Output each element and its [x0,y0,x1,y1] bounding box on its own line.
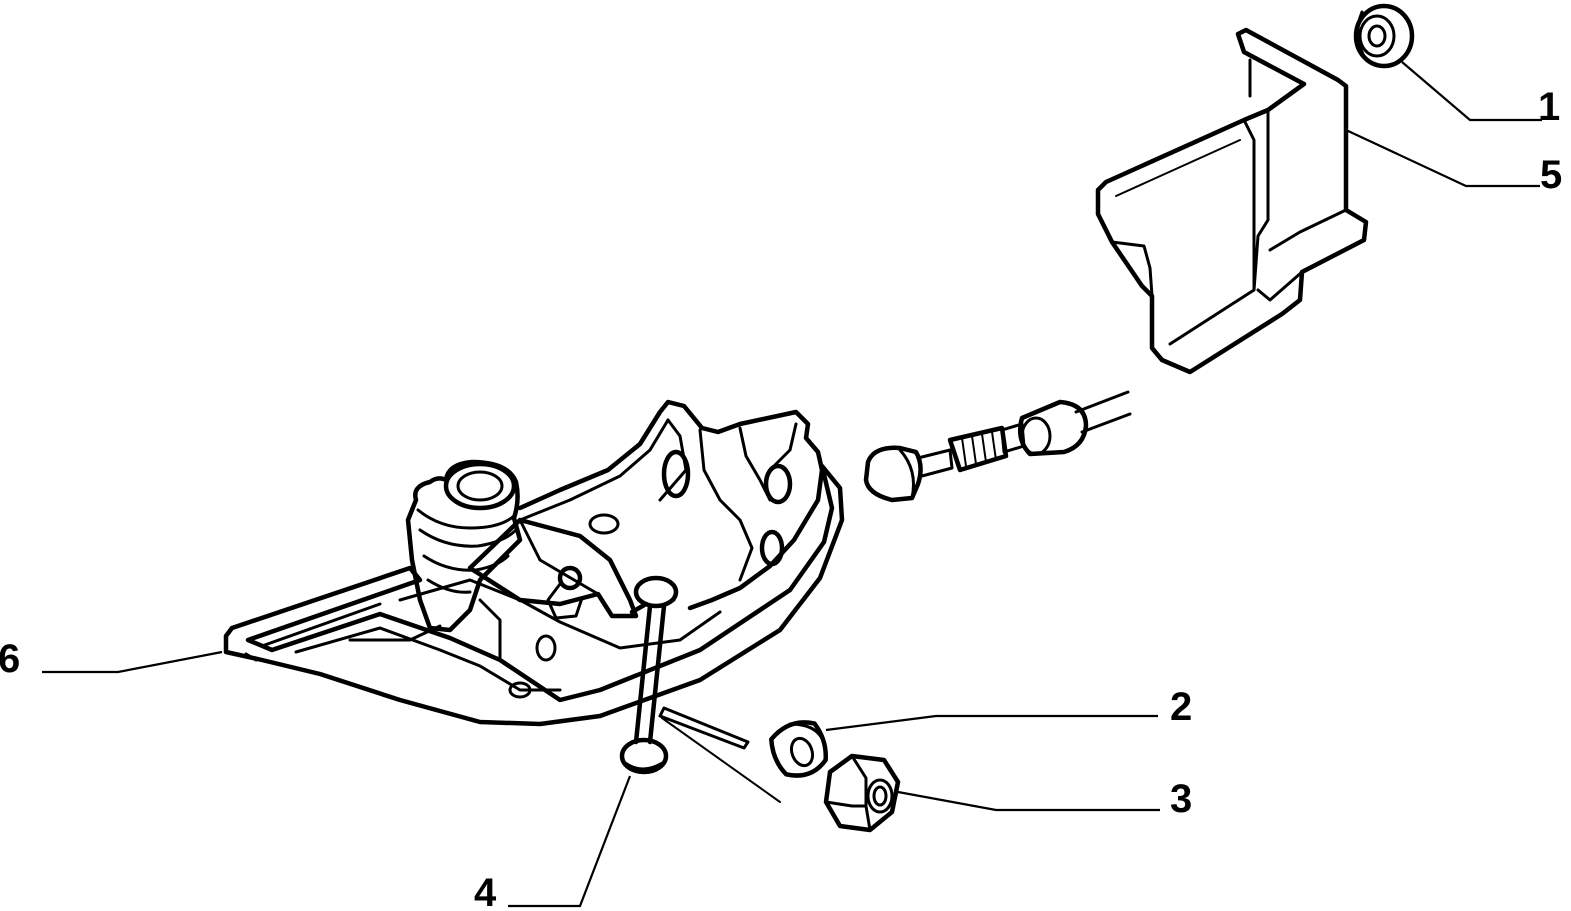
leader-2 [825,714,1158,732]
part-4-rod [619,575,679,775]
leader-lines [42,61,1542,908]
callout-4: 4 [474,871,497,911]
callout-labels: 1 5 2 3 4 6 [0,85,1562,911]
callout-2: 2 [1170,685,1192,729]
leader-6 [42,650,223,674]
callout-5: 5 [1540,153,1562,197]
leader-4 [508,775,632,908]
part-6-lever-housing [223,399,845,727]
part-1-grommet [1353,3,1415,69]
gear-cable-end [863,390,1132,503]
retaining-clip [658,706,781,803]
callout-1: 1 [1538,85,1560,129]
callout-6: 6 [0,637,20,681]
callout-3: 3 [1170,777,1192,821]
part-2-washer [769,720,829,778]
leader-1 [1401,61,1542,122]
leader-3 [897,790,1160,812]
part-3-hex-nut [823,753,901,833]
part-5-cover [1095,27,1369,375]
leader-5 [1345,129,1540,188]
